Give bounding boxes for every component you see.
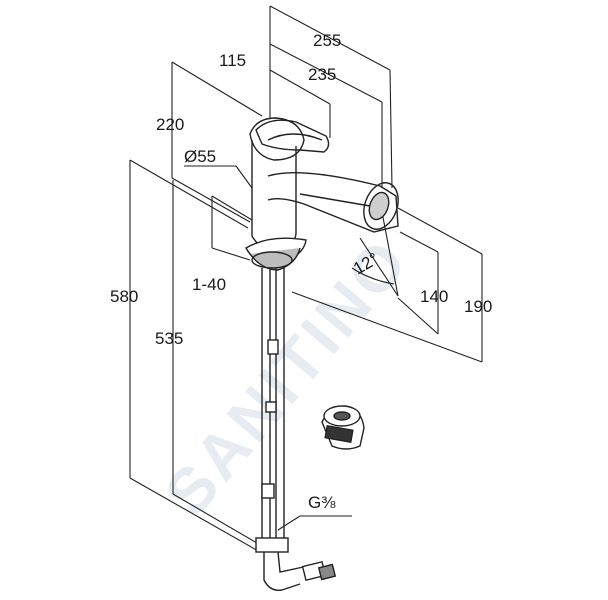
dim-label-235: 235 [308,65,336,84]
dimension-lines [129,5,483,553]
dim-label-190: 190 [464,297,492,316]
dimension-labels: 255 115 235 220 Ø55 12° 580 1-40 535 140… [110,31,492,512]
dim-label-255: 255 [313,31,341,50]
dim-label-580: 580 [110,287,138,306]
faucet-body-outline [245,117,399,271]
dim-label-diameter-55: Ø55 [184,147,216,166]
dim-label-115: 115 [219,51,246,70]
dim-label-220: 220 [156,115,184,134]
dim-label-140: 140 [420,287,448,306]
watermark-text: SANITINO [151,224,423,529]
aerator-accessory [321,405,365,450]
dim-label-535: 535 [155,329,183,348]
dim-label-1-40: 1-40 [192,275,226,294]
supply-hoses [255,268,337,591]
dim-label-thread-g3-8: G⅜ [308,493,336,512]
